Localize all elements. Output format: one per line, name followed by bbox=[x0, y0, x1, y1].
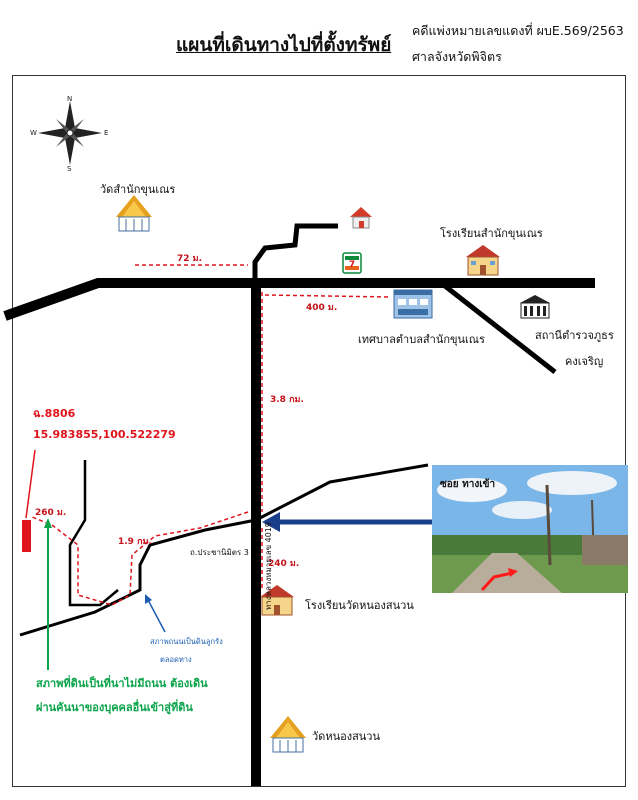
property-coordinates: 15.983855,100.522279 bbox=[33, 428, 176, 441]
temple-bottom-label: วัดหนองสนวน bbox=[312, 730, 380, 743]
school-icon bbox=[260, 585, 294, 616]
land-note-line-1: สภาพที่ดินเป็นที่นาไม่มีถนน ต้องเดิน bbox=[36, 677, 208, 690]
compass-east: E bbox=[104, 129, 109, 137]
school-top-label: โรงเรียนสำนักขุนเณร bbox=[440, 227, 543, 240]
road-note-line-1: สภาพถนนเป็นดินลูกรัง bbox=[150, 637, 223, 646]
east-road bbox=[255, 463, 429, 522]
entrance-photo bbox=[432, 465, 628, 593]
distance-1-9: 1.9 กม. bbox=[118, 537, 152, 547]
soi-road bbox=[19, 518, 257, 637]
soi-label: ถ.ประชานิมิตร 3 bbox=[190, 548, 249, 557]
main-road bbox=[3, 278, 595, 321]
compass-north: N bbox=[67, 95, 73, 103]
svg-text:7: 7 bbox=[349, 260, 355, 270]
school-bottom-label: โรงเรียนวัดหนองสนวน bbox=[305, 599, 414, 612]
north-road bbox=[252, 223, 338, 278]
distance-400: 400 ม. bbox=[306, 303, 338, 313]
distance-72: 72 ม. bbox=[177, 254, 203, 264]
compass-south: S bbox=[67, 165, 72, 173]
compass-west: W bbox=[30, 129, 37, 137]
map-title: แผนที่เดินทางไปที่ตั้งทรัพย์ bbox=[176, 34, 392, 56]
access-line bbox=[68, 460, 119, 607]
highway-label: ทางหลวงหมายเลข 4019 bbox=[264, 522, 273, 610]
police-label-1: สถานีตำรวจภูธร bbox=[535, 329, 614, 342]
deed-pointer bbox=[25, 449, 36, 519]
police-station-icon bbox=[520, 295, 550, 319]
temple-icon bbox=[116, 195, 152, 232]
temple-top-label: วัดสำนักขุนเณร bbox=[100, 183, 176, 196]
school-icon bbox=[466, 245, 500, 276]
court-name: ศาลจังหวัดพิจิตร bbox=[412, 49, 502, 64]
photo-caption: ซอย ทางเข้า bbox=[440, 479, 496, 490]
case-info: คดีแพ่งหมายเลขแดงที่ ผบE.569/2563 ศาลจัง… bbox=[412, 18, 624, 70]
house-icon bbox=[350, 207, 372, 229]
land-note-line-2: ผ่านคันนาของบุคคลอื่นเข้าสู่ที่ดิน bbox=[36, 701, 193, 714]
deed-number: ฉ.8806 bbox=[33, 407, 76, 420]
route-400 bbox=[264, 294, 391, 298]
map-frame bbox=[12, 75, 626, 787]
compass-icon bbox=[38, 101, 102, 165]
municipality-label: เทศบาลตำบลสำนักขุนเณร bbox=[358, 333, 485, 346]
distance-240: 240 ม. bbox=[268, 559, 300, 569]
temple-icon bbox=[270, 716, 306, 753]
road-note-line-2: ตลอดทาง bbox=[160, 655, 192, 664]
police-label-2: คงเจริญ bbox=[565, 355, 604, 368]
road-note-pointer bbox=[146, 597, 166, 633]
distance-260: 260 ม. bbox=[35, 508, 67, 518]
convenience-store-icon: 7 bbox=[342, 252, 362, 274]
distance-3-8: 3.8 กม. bbox=[270, 395, 304, 405]
police-road bbox=[443, 284, 557, 374]
municipal-building-icon bbox=[393, 289, 433, 319]
property-marker bbox=[22, 520, 31, 552]
case-number: คดีแพ่งหมายเลขแดงที่ ผบE.569/2563 bbox=[412, 23, 624, 38]
route-19 bbox=[31, 511, 249, 606]
